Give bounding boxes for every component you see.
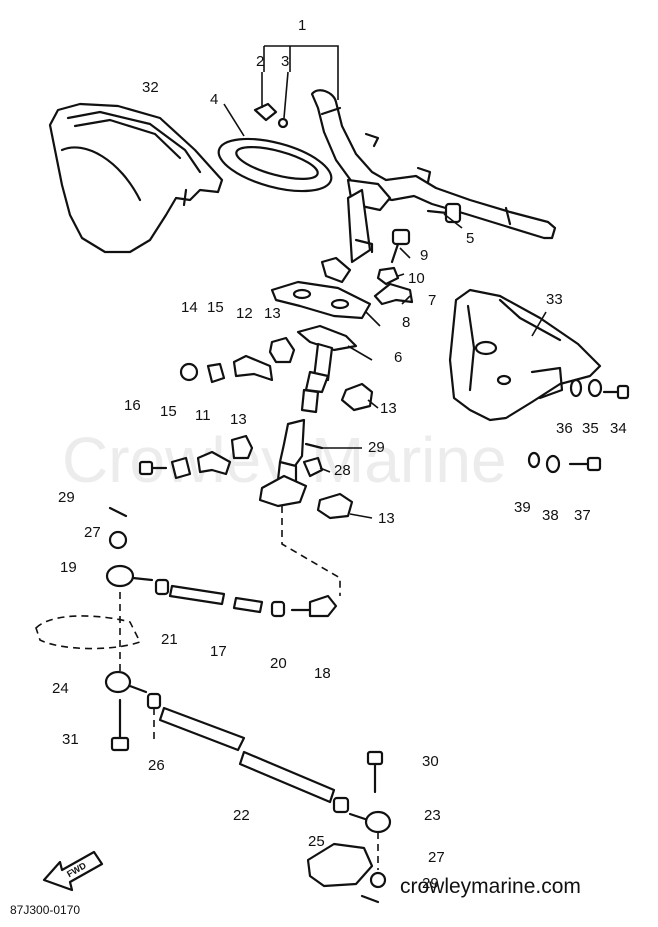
callout-32: 32 (142, 79, 159, 96)
steering-guide-line (281, 506, 341, 596)
part-link-tube (232, 596, 264, 614)
website-text: crowleymarine.com (400, 875, 581, 898)
part-nut-10 (376, 266, 400, 286)
part-washer-35 (587, 378, 603, 398)
callout-14: 14 (181, 299, 198, 316)
part-pin-29c (360, 894, 380, 904)
part-clamp-7 (373, 282, 414, 306)
callout-numbers: 1 2 3 4 5 6 7 8 9 10 11 12 13 13 13 13 1… (52, 17, 627, 892)
part-plate-11 (196, 450, 232, 476)
callout-16: 16 (124, 397, 141, 414)
part-rod-22b (238, 750, 336, 804)
callout-10: 10 (408, 270, 425, 287)
part-link-rod-17 (168, 584, 226, 606)
callout-31: 31 (62, 731, 79, 748)
callout-25: 25 (308, 833, 325, 850)
callout-17: 17 (210, 643, 227, 660)
callout-34: 34 (610, 420, 627, 437)
callout-29b: 29 (58, 489, 75, 506)
part-bushing-25 (332, 796, 350, 814)
part-ball-joint-19 (105, 564, 154, 588)
part-bushing-13 (230, 336, 374, 520)
callout-19: 19 (60, 559, 77, 576)
part-bolt-9 (390, 228, 411, 264)
callout-26: 26 (148, 757, 165, 774)
callout-22: 22 (233, 807, 250, 824)
part-screw-34 (602, 384, 630, 400)
callout-29c: 29 (422, 875, 439, 892)
callout-5: 5 (466, 230, 474, 247)
part-bolt-16 (138, 460, 168, 476)
fwd-arrow-icon: FWD (42, 850, 104, 892)
part-steering-handle (310, 89, 557, 284)
part-nut-27a (108, 530, 128, 550)
part-cap-14 (179, 362, 199, 382)
callout-8: 8 (402, 314, 410, 331)
part-ball-joint-18 (290, 594, 338, 618)
callout-27b: 27 (428, 849, 445, 866)
part-collar-36 (569, 378, 583, 398)
callout-1: 1 (298, 17, 306, 34)
part-steering-shaft-6 (296, 324, 358, 414)
engine-guide-line (35, 615, 142, 650)
callout-37: 37 (574, 507, 591, 524)
callout-13b: 13 (380, 400, 397, 417)
callout-9: 9 (420, 247, 428, 264)
diagram-code: 87J300-0170 (10, 903, 80, 917)
callout-6: 6 (394, 349, 402, 366)
callout-23: 23 (424, 807, 441, 824)
callout-36: 36 (556, 420, 573, 437)
callout-21: 21 (161, 631, 178, 648)
callout-2: 2 (256, 53, 264, 70)
part-bushing-20 (270, 600, 286, 618)
callout-35: 35 (582, 420, 599, 437)
callout-13c: 13 (230, 411, 247, 428)
part-bracket-plate-8 (270, 280, 372, 320)
part-pin-29a (304, 442, 324, 450)
callout-12: 12 (236, 305, 253, 322)
part-bolt-31 (110, 698, 130, 752)
callout-4: 4 (210, 91, 218, 108)
part-bushing-26 (146, 692, 162, 710)
part-lower-shaft (258, 418, 308, 508)
callout-29a: 29 (368, 439, 385, 456)
part-ball-joint-24 (104, 670, 148, 694)
part-ball-joint-23 (348, 810, 392, 834)
callout-3: 3 (281, 53, 289, 70)
callout-20: 20 (270, 655, 287, 672)
part-handle-grip (253, 102, 289, 129)
callout-27a: 27 (84, 524, 101, 541)
part-clip-15a (206, 362, 226, 384)
part-bolt-30 (366, 750, 384, 794)
part-screw-37 (568, 456, 602, 472)
part-bushing-21 (154, 578, 170, 596)
callout-28: 28 (334, 462, 351, 479)
callout-24: 24 (52, 680, 69, 697)
part-pin-29b (108, 506, 128, 518)
part-washer-38 (545, 454, 561, 474)
part-collar-39 (527, 451, 541, 469)
callout-11: 11 (195, 407, 211, 424)
callout-15b: 15 (160, 403, 177, 420)
callout-38: 38 (542, 507, 559, 524)
part-grommet-ring (217, 137, 333, 193)
part-nut-27b (369, 871, 387, 889)
callout-15a: 15 (207, 299, 224, 316)
callout-30: 30 (422, 753, 439, 770)
part-nut-28 (302, 456, 324, 478)
part-top-cowling (48, 102, 224, 254)
leader-lines (223, 45, 547, 519)
callout-18: 18 (314, 665, 331, 682)
part-rod-22a (158, 706, 246, 752)
callout-13d: 13 (378, 510, 395, 527)
part-side-cowling (448, 288, 602, 422)
callout-39: 39 (514, 499, 531, 516)
callout-33: 33 (546, 291, 563, 308)
callout-13a: 13 (264, 305, 281, 322)
callout-7: 7 (428, 292, 436, 309)
part-steering-arm (306, 842, 374, 888)
part-clip-15b (170, 456, 192, 480)
part-plate-12 (232, 354, 274, 382)
